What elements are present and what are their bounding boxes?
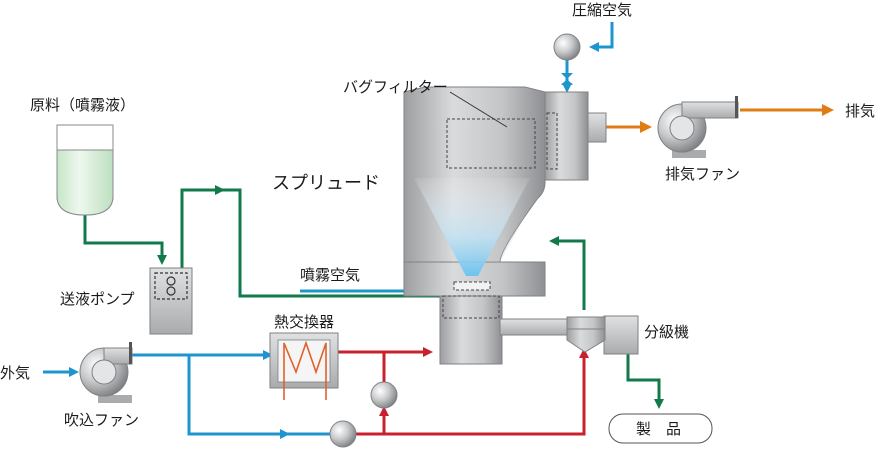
label-bag-filter: バグフィルター <box>343 78 448 96</box>
label-raw-material: 原料（噴霧液） <box>30 96 135 114</box>
label-spray-dryer: スプリュード <box>272 173 380 194</box>
classifier-return-line <box>549 236 586 310</box>
product-box <box>608 413 713 444</box>
feed-pump <box>149 267 193 335</box>
label-classifier: 分級機 <box>644 323 689 341</box>
label-exhaust: 排気 <box>845 102 875 120</box>
hot-air-line <box>338 347 589 436</box>
label-compressed-air: 圧縮空気 <box>572 1 632 19</box>
product-line <box>626 352 664 409</box>
pump-to-nozzle-line <box>180 185 452 298</box>
spray-nozzle <box>453 281 491 291</box>
label-heat-exchanger: 熱交換器 <box>274 313 334 331</box>
compressed-air-valve <box>553 33 581 85</box>
bag-filter-housing <box>446 91 607 181</box>
label-exhaust-fan: 排気ファン <box>665 165 740 183</box>
raw-material-tank <box>56 124 114 216</box>
classifier <box>566 315 639 355</box>
label-product: 製 品 <box>636 420 681 438</box>
bag-filter-leader <box>449 91 508 128</box>
intake-air-line <box>130 350 330 439</box>
intake-fan <box>79 342 133 403</box>
label-outside-air: 外気 <box>0 364 30 382</box>
heat-exchanger <box>269 332 339 400</box>
label-feed-pump: 送液ポンプ <box>60 290 135 308</box>
label-atomizing-air: 噴霧空気 <box>300 266 360 284</box>
bypass-valve <box>329 420 357 448</box>
feed-line <box>83 215 167 265</box>
exhaust-line <box>606 104 834 133</box>
exhaust-fan <box>657 96 739 158</box>
hot-air-valve-upper <box>370 381 398 409</box>
label-intake-fan: 吹込ファン <box>64 411 139 429</box>
spray-plume <box>414 178 530 276</box>
